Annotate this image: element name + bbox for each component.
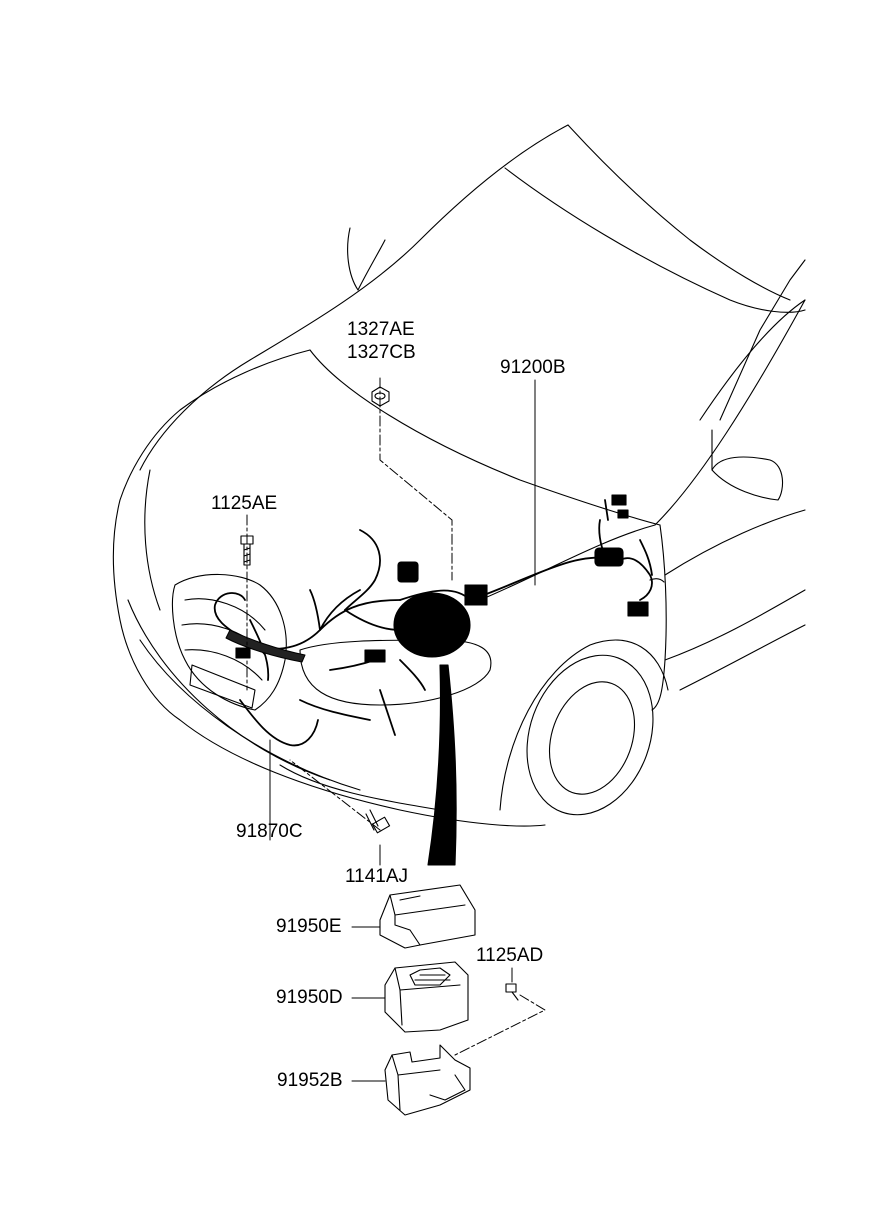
front-fascia <box>112 469 546 827</box>
part-label-91200B: 91200B <box>500 357 566 378</box>
part-label-91870C: 91870C <box>236 821 303 842</box>
fuse-box-cover <box>379 884 476 949</box>
harness-trunk <box>427 664 457 866</box>
front-wheel <box>499 639 669 816</box>
nut-1327 <box>371 386 390 407</box>
leader-lines <box>246 377 546 1082</box>
fuse-box-body <box>384 961 469 1033</box>
hood-outline <box>119 124 806 526</box>
part-label-91952B: 91952B <box>277 1070 343 1091</box>
bolt-1125AD <box>505 983 519 1001</box>
part-label-1327AE: 1327AE <box>347 319 415 340</box>
side-mirror <box>711 429 784 501</box>
part-label-91950D: 91950D <box>276 987 343 1008</box>
harness-junction <box>393 592 471 658</box>
part-label-1125AE: 1125AE <box>211 493 278 514</box>
grille-harness <box>225 629 306 663</box>
part-label-91950E: 91950E <box>276 916 342 937</box>
bolt-1125AE <box>240 535 254 566</box>
part-label-1125AD: 1125AD <box>476 945 544 966</box>
fuse-box-bracket <box>384 1044 471 1116</box>
part-label-1141AJ: 1141AJ <box>345 866 409 887</box>
bolt-1141AJ <box>365 809 391 834</box>
part-label-1327CB: 1327CB <box>347 342 416 363</box>
harness-connectors <box>235 494 649 663</box>
